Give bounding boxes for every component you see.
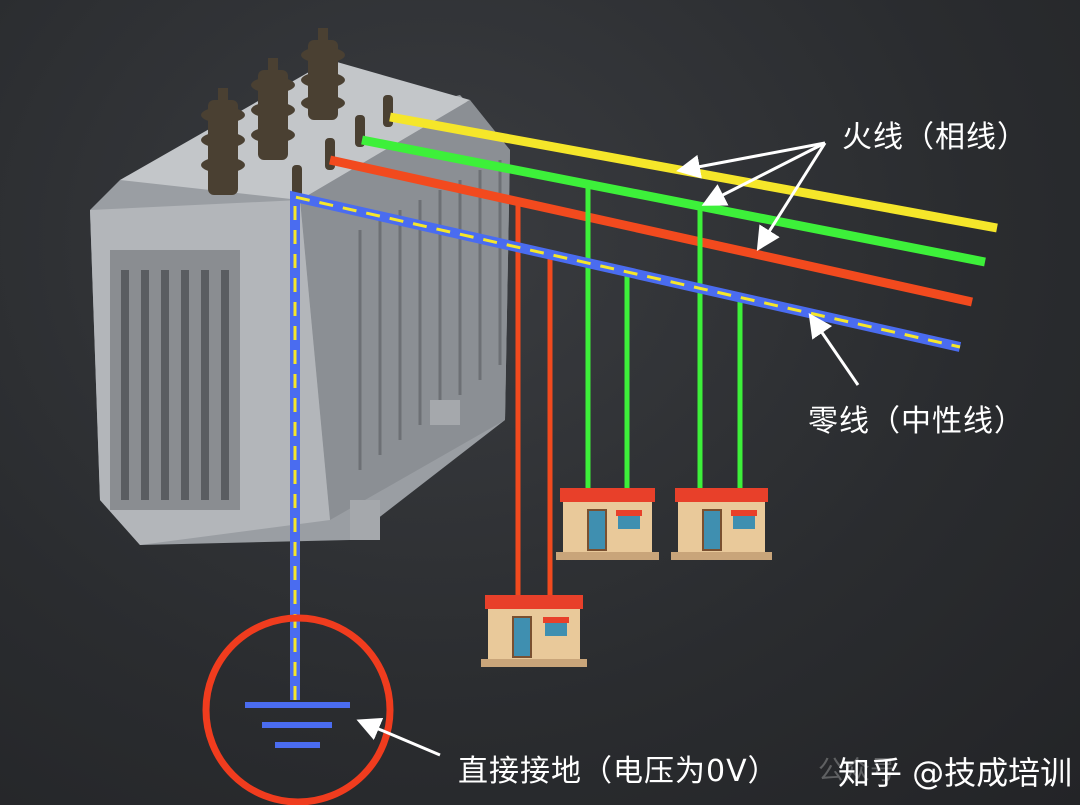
neutral-wire-label: 零线（中性线） (808, 404, 1025, 439)
grounding-label: 直接接地（电压为0V） (458, 754, 779, 789)
house (556, 488, 659, 560)
house (481, 595, 587, 667)
drop-wires (515, 184, 743, 600)
house (671, 488, 772, 560)
neutral-wire (290, 190, 962, 700)
high-voltage-bushings (201, 28, 393, 197)
annotation-arrows (356, 141, 860, 757)
faint-watermark: 公众号 (818, 756, 897, 786)
phase-wire-green (361, 135, 986, 267)
platform-watermark: 知乎 @技成培训 (838, 754, 1073, 792)
live-wire-label: 火线（相线） (842, 120, 1028, 155)
phase-wire-red (329, 155, 973, 307)
ground-symbol (202, 614, 394, 805)
